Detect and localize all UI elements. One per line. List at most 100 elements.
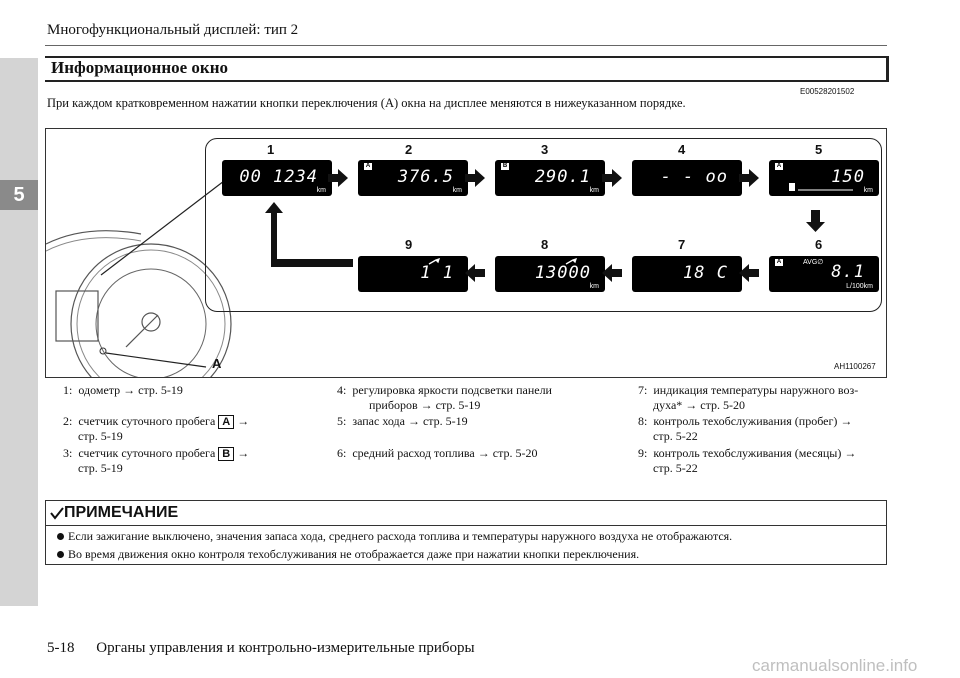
legend-text: запас хода → стр. 5-19 [352, 414, 468, 428]
legend-prefix: 5: [337, 414, 347, 428]
section-heading-bar [45, 56, 889, 82]
legend-prefix: 4: [337, 383, 347, 397]
display-unit: km [863, 187, 873, 194]
wrench-icon [428, 258, 440, 265]
legend-item-6: 6: средний расход топлива → стр. 5-20 [337, 446, 537, 461]
step-label-3: 3 [541, 142, 549, 157]
trip-badge: A [775, 163, 783, 170]
arrow-left-icon [602, 264, 622, 282]
arrow-left-icon [739, 264, 759, 282]
display-service-months: 1 1 [358, 256, 468, 292]
legend-prefix: 3: [63, 446, 73, 460]
legend-text: контроль техобслуживания (месяцы) → [653, 446, 857, 460]
display-value: 150 [831, 167, 865, 187]
display-avg-fuel: A AVG∅ 8.1 L/100km [769, 256, 879, 292]
display-value: - - oo [660, 167, 728, 187]
display-unit: km [316, 187, 326, 194]
display-range: A 150 km [769, 160, 879, 196]
display-odometer: 00 1234 km [222, 160, 332, 196]
trip-b-box: B [218, 447, 235, 461]
footer-title: Органы управления и контрольно-измерител… [96, 640, 475, 656]
legend-text: счетчик суточного пробега [78, 446, 216, 460]
trip-badge: A [364, 163, 372, 170]
display-value: 18 C [683, 263, 728, 283]
legend-item-4: 4: регулировка яркости подсветки панели … [337, 383, 552, 413]
fuel-pump-icon [789, 183, 853, 191]
display-value: 376.5 [397, 167, 454, 187]
trip-a-box: A [218, 415, 235, 429]
step-label-9: 9 [405, 237, 413, 252]
legend-prefix: 7: [638, 383, 648, 397]
intro-paragraph: При каждом кратковременном нажатии кнопк… [47, 96, 686, 110]
note-divider [45, 525, 887, 526]
chapter-number: 5 [0, 180, 38, 210]
legend-item-1: 1: одометр → стр. 5-19 [63, 383, 183, 398]
legend-prefix: 2: [63, 414, 73, 428]
legend-text: контроль техобслуживания (пробег) → [653, 414, 853, 428]
legend-prefix: 9: [638, 446, 648, 460]
arrow-return-icon [265, 202, 353, 267]
legend-arrow: → [237, 446, 250, 460]
legend-item-5: 5: запас хода → стр. 5-19 [337, 414, 468, 429]
sequence-arrows [265, 169, 825, 282]
step-label-2: 2 [405, 142, 413, 157]
display-value: 290.1 [534, 167, 591, 187]
note-box [45, 500, 887, 565]
display-outside-temp: 18 C [632, 256, 742, 292]
trip-badge: A [775, 259, 783, 266]
arrow-right-icon [602, 169, 622, 187]
legend-page-ref: стр. 5-22 [653, 429, 698, 443]
side-tab [0, 58, 38, 606]
legend-text: счетчик суточного пробега [78, 414, 216, 428]
note-bullet-1: Если зажигание выключено, значения запас… [56, 529, 733, 543]
step-label-8: 8 [541, 237, 549, 252]
header-rule [45, 45, 887, 46]
pointer-label-a: A [212, 356, 222, 371]
section-title: Информационное окно [51, 58, 229, 77]
legend-page-ref: стр. 5-19 [78, 461, 123, 475]
step-label-5: 5 [815, 142, 823, 157]
page-footer: 5-18 Органы управления и контрольно-изме… [47, 640, 475, 657]
legend-item-9: 9: контроль техобслуживания (месяцы) → с… [638, 446, 856, 476]
display-service-distance: 13000 km [495, 256, 605, 292]
legend-page-ref: стр. 5-22 [653, 461, 698, 475]
step-label-4: 4 [678, 142, 686, 157]
legend-text: индикация температуры наружного воз- [653, 383, 859, 397]
wrench-icon [565, 258, 577, 265]
instrument-cluster-illustration [46, 180, 232, 377]
arrow-right-icon [739, 169, 759, 187]
display-unit: km [589, 187, 599, 194]
legend-text: средний расход топлива → стр. 5-20 [352, 446, 538, 460]
legend-item-3: 3: счетчик суточного пробега B → стр. 5-… [63, 446, 249, 476]
note-check-icon [50, 507, 64, 520]
legend-page-ref: приборов → стр. 5-19 [369, 398, 481, 412]
legend-text: регулировка яркости подсветки панели [352, 383, 552, 397]
page-number: 5-18 [47, 640, 75, 656]
avg-label: AVG∅ [803, 259, 824, 266]
legend-arrow: → [237, 414, 250, 428]
display-unit: km [589, 283, 599, 290]
display-value: 8.1 [831, 262, 865, 282]
arrow-right-icon [328, 169, 348, 187]
trip-badge: B [501, 163, 509, 170]
display-trip-b: B 290.1 km [495, 160, 605, 196]
display-value: 13000 [534, 263, 591, 283]
note-bullet-2: Во время движения окно контроля техобслу… [56, 547, 640, 561]
figure-code: AH1100267 [834, 362, 876, 371]
display-trip-a: A 376.5 km [358, 160, 468, 196]
legend-item-7: 7: индикация температуры наружного воз- … [638, 383, 858, 413]
display-sequence-frame [205, 138, 882, 312]
arrow-down-icon [806, 210, 825, 232]
legend-prefix: 6: [337, 446, 347, 460]
step-label-6: 6 [815, 237, 823, 252]
arrow-right-icon [465, 169, 485, 187]
step-label-7: 7 [678, 237, 686, 252]
note-title: ПРИМЕЧАНИЕ [64, 504, 179, 521]
arrow-left-icon [465, 264, 485, 282]
watermark: carmanualsonline.info [752, 656, 918, 675]
legend-page-ref: духа* → стр. 5-20 [653, 398, 745, 412]
legend-page-ref: стр. 5-19 [78, 429, 123, 443]
legend-text: одометр → стр. 5-19 [78, 383, 183, 397]
display-unit: km [452, 187, 462, 194]
display-brightness: - - oo [632, 160, 742, 196]
